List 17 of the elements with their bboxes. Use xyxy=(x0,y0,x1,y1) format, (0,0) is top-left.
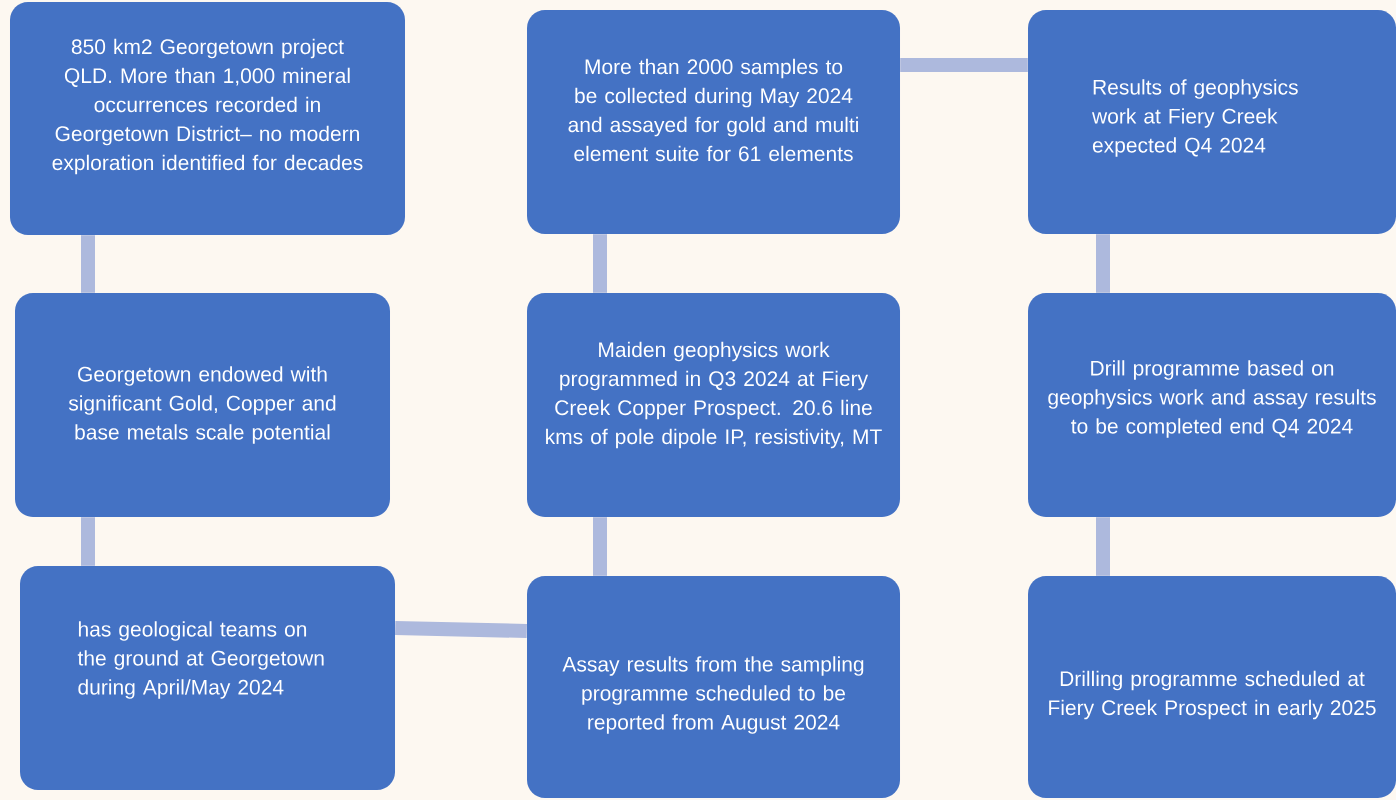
step-box: 850 km2 Georgetown project QLD. More than 1,000 mineral occurrences recorded in Georgetown District– no modern exploration identified for decades xyxy=(10,2,405,235)
connector-bar xyxy=(395,621,527,638)
step-box: Assay results from the sampling programme scheduled to be reported from August 2024 xyxy=(527,576,900,798)
step-box: Results of geophysics work at Fiery Creek expected Q4 2024 xyxy=(1028,10,1396,234)
step-box: has geological teams on the ground at Georgetown during April/May 2024 xyxy=(20,566,395,790)
step-box: More than 2000 samples to be collected during May 2024 and assayed for gold and multi element suite for 61 elements xyxy=(527,10,900,234)
connector-bar xyxy=(900,58,1028,72)
connector-bar xyxy=(81,517,95,566)
connector-bar xyxy=(593,234,607,293)
connector-bar xyxy=(1096,234,1110,293)
step-box: Drill programme based on geophysics work and assay results to be completed end Q4 2024 xyxy=(1028,293,1396,517)
connector-bar xyxy=(593,517,607,576)
step-box: Maiden geophysics work programmed in Q3 2024 at Fiery Creek Copper Prospect. 20.6 line kms of pole dipole IP, resistivity, MT xyxy=(527,293,900,517)
step-box: Georgetown endowed with significant Gold, Copper and base metals scale potential xyxy=(15,293,390,517)
step-box: Drilling programme scheduled at Fiery Creek Prospect in early 2025 xyxy=(1028,576,1396,798)
connector-bar xyxy=(81,235,95,293)
connector-bar xyxy=(1096,517,1110,576)
